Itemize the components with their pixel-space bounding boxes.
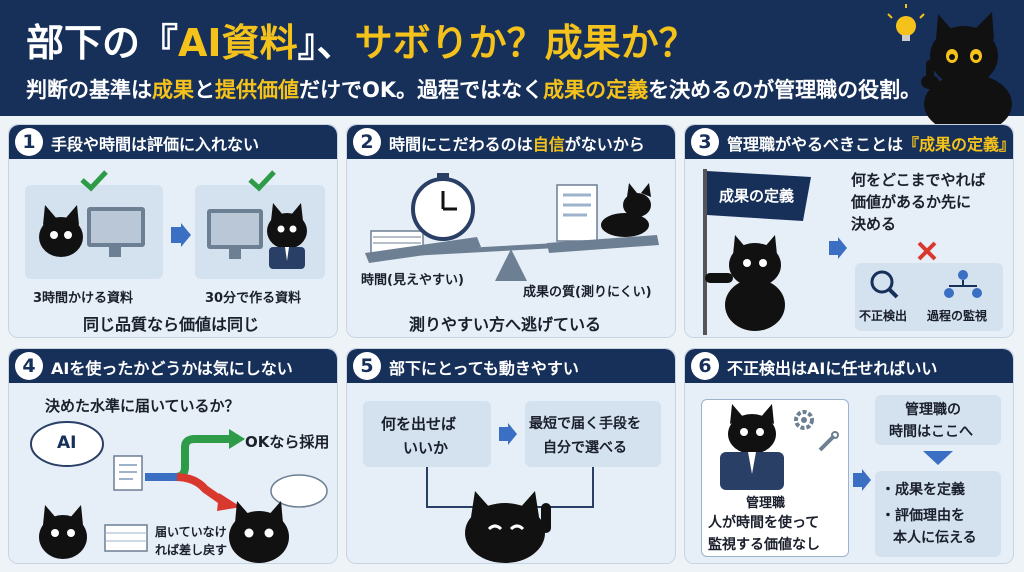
panel-3-title: 管理職がやるべきことは『成果の定義』 xyxy=(727,135,1014,154)
ai-thought-cloud-icon xyxy=(30,421,104,467)
page-title: 部下の『AI資料』、サボりか？成果か？ xyxy=(26,21,697,65)
manager-time-line-2: 時間はここへ xyxy=(889,424,973,440)
ok-adopt-label: OKなら採用 xyxy=(245,433,330,451)
cat-in-suit-icon xyxy=(207,203,307,269)
flag-label: 成果の定義 xyxy=(719,187,795,205)
panel-6-title: 不正検出はAIに任せればいい xyxy=(727,359,938,378)
what-to-deliver-line-2: いいか xyxy=(403,439,449,457)
document-icon xyxy=(113,455,143,491)
gear-icon xyxy=(794,410,814,430)
panel-4-header: 4 AIを使ったかどうかは気にしない xyxy=(9,349,337,383)
panel-2-title: 時間にこだわるのは自信がないから xyxy=(389,135,645,154)
choose-means-line-2: 自分で選べる xyxy=(543,440,627,456)
manager-duty-box: ・成果を定義 ・評価理由を 本人に伝える xyxy=(875,471,1001,557)
panel-3-number: 3 xyxy=(691,128,719,156)
choose-means-box: 最短で届く手段を 自分で選べる xyxy=(525,401,661,467)
quality-label: 成果の質(測りにくい) xyxy=(523,285,652,300)
panel-6-text-line-2: 監視する価値なし xyxy=(708,537,820,553)
manager-cat-icon xyxy=(720,404,784,490)
panel-1: 1 手段や時間は評価に入れない 3時間かける資料 30分で作る資料 同じ品質なら… xyxy=(8,124,338,338)
arrow-right-icon xyxy=(499,423,517,445)
panel-3-text-line-3: 決める xyxy=(851,215,897,233)
magnifier-icon xyxy=(870,270,899,299)
panel-6-text-line-1: 人が時間を使って xyxy=(708,515,820,531)
manager-time-line-1: 管理職の xyxy=(905,402,961,418)
wrench-icon xyxy=(818,431,839,452)
duty-item-1: ・成果を定義 xyxy=(881,482,965,498)
page-subtitle: 判断の基準は成果と提供価値だけでOK。過程ではなく成果の定義を決めるのが管理職の… xyxy=(26,78,922,102)
duty-item-2-line-1: ・評価理由を xyxy=(881,508,965,524)
panel-1-number: 1 xyxy=(15,128,43,156)
paper-stack-icon xyxy=(104,524,148,552)
panel-4: 4 AIを使ったかどうかは気にしない 決めた水準に届いているか？ AI OKなら… xyxy=(8,348,338,564)
process-monitor-icon xyxy=(944,270,982,298)
panel-6: 6 不正検出はAIに任せればいい 管理職 人が時間を使って 監視する価値なし 管… xyxy=(684,348,1014,564)
check-icon xyxy=(248,170,276,192)
panel-1-header: 1 手段や時間は評価に入れない xyxy=(9,125,337,159)
happy-cat-icon xyxy=(465,491,551,563)
branch-arrows-icon xyxy=(145,429,245,511)
panel-3-text-line-2: 価値があるか先に xyxy=(851,193,972,211)
arrow-right-icon xyxy=(853,469,871,491)
slow-work-caption: 3時間かける資料 xyxy=(33,291,134,306)
panel-3: 3 管理職がやるべきことは『成果の定義』 成果の定義 何をどこまでやれば 価値が… xyxy=(684,124,1014,338)
arrow-right-icon xyxy=(829,237,847,259)
panel-1-conclusion: 同じ品質なら価値は同じ xyxy=(83,315,260,334)
manager-label: 管理職 xyxy=(746,496,786,511)
thinking-cat-icon xyxy=(887,4,1012,134)
process-monitor-label: 過程の監視 xyxy=(927,309,988,323)
panel-5-body: 何を出せば いいか 最短で届く手段を 自分で選べる xyxy=(347,383,675,563)
panel-3-text-line-1: 何をどこまでやれば xyxy=(851,171,986,189)
duty-item-2-line-2: 本人に伝える xyxy=(893,530,977,546)
panel-1-body: 3時間かける資料 30分で作る資料 同じ品質なら価値は同じ xyxy=(9,159,337,337)
panel-3-header: 3 管理職がやるべきことは『成果の定義』 xyxy=(685,125,1013,159)
what-to-deliver-line-1: 何を出せば xyxy=(381,415,457,433)
flag-cat-illustration xyxy=(703,169,811,335)
fast-work-caption: 30分で作る資料 xyxy=(205,291,302,306)
panel-2: 2 時間にこだわるのは自信がないから 時間(見えやすい) 成果の質(測りにくい)… xyxy=(346,124,676,338)
panel-5: 5 部下にとっても動きやすい 何を出せば いいか 最短で届く手段を 自分で選べる xyxy=(346,348,676,564)
thinking-cat-icon xyxy=(229,474,328,563)
check-icon xyxy=(80,170,108,192)
header-banner: 部下の『AI資料』、サボりか？成果か？ 判断の基準は成果と提供価値だけでOK。過… xyxy=(0,0,1024,134)
down-triangle-icon xyxy=(923,451,953,465)
time-label: 時間(見えやすい) xyxy=(361,273,464,288)
scale-illustration xyxy=(365,173,659,281)
fraud-detect-label: 不正検出 xyxy=(859,309,908,323)
reject-text-line-2: れば差し戻す xyxy=(155,543,228,557)
panel-2-number: 2 xyxy=(353,128,381,156)
panel-6-number: 6 xyxy=(691,352,719,380)
arrow-right-icon xyxy=(171,223,191,247)
fast-work-illustration xyxy=(195,170,325,279)
panel-5-header: 5 部下にとっても動きやすい xyxy=(347,349,675,383)
choose-means-line-1: 最短で届く手段を xyxy=(529,416,641,432)
panel-5-number: 5 xyxy=(353,352,381,380)
manager-box: 管理職 人が時間を使って 監視する価値なし xyxy=(701,399,849,557)
reject-text-line-1: 届いていなけ xyxy=(155,525,227,539)
panel-4-body: 決めた水準に届いているか？ AI OKなら採用 届いていなけ れば差し戻す xyxy=(9,383,337,563)
panel-6-body: 管理職 人が時間を使って 監視する価値なし 管理職の 時間はここへ ・成果を定義… xyxy=(685,383,1013,563)
panel-2-header: 2 時間にこだわるのは自信がないから xyxy=(347,125,675,159)
panel-4-question: 決めた水準に届いているか？ xyxy=(45,397,240,415)
panel-3-body: 成果の定義 何をどこまでやれば 価値があるか先に 決める 不正検出 過程の監視 xyxy=(685,159,1013,337)
cat-at-computer-icon xyxy=(39,205,145,257)
panel-6-header: 6 不正検出はAIに任せればいい xyxy=(685,349,1013,383)
ai-label: AI xyxy=(57,433,77,453)
panel-4-number: 4 xyxy=(15,352,43,380)
panel-1-title: 手段や時間は評価に入れない xyxy=(51,135,260,154)
crossed-out-box: 不正検出 過程の監視 xyxy=(855,263,1003,331)
panel-4-title: AIを使ったかどうかは気にしない xyxy=(51,359,293,378)
cross-icon xyxy=(917,241,937,261)
manager-time-box: 管理職の 時間はここへ xyxy=(875,395,1001,445)
panel-5-title: 部下にとっても動きやすい xyxy=(389,359,579,378)
worried-cat-icon xyxy=(39,505,87,559)
panel-2-conclusion: 測りやすい方へ逃げている xyxy=(409,315,602,334)
what-to-deliver-box: 何を出せば いいか xyxy=(363,401,491,467)
panel-2-body: 時間(見えやすい) 成果の質(測りにくい) 測りやすい方へ逃げている xyxy=(347,159,675,337)
slow-work-illustration xyxy=(25,170,163,279)
